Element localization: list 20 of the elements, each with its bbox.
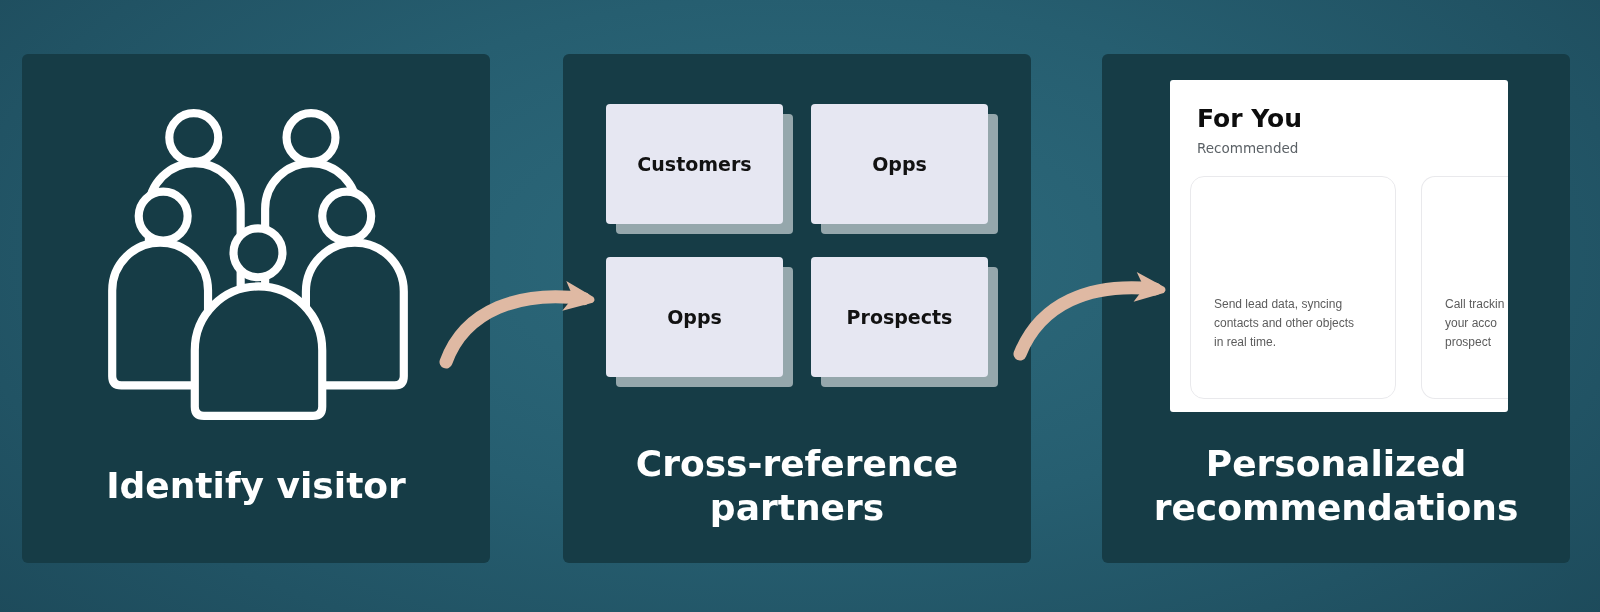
integration-description: Send lead data, syncing contacts and other objects in real time. (1214, 296, 1356, 351)
step-panel (563, 54, 1031, 563)
category-card (811, 104, 988, 224)
integration-description: Call trackin your acco prospect (1445, 296, 1506, 351)
integration-card (1421, 176, 1508, 399)
card-label: Prospects (846, 305, 953, 329)
category-card (811, 257, 988, 377)
recommendations-panel (1170, 80, 1508, 412)
recommendations-subheading: Recommended (1197, 139, 1299, 157)
step-title: Personalized recommendations (1152, 442, 1520, 530)
card-label: Customers (637, 152, 752, 176)
card-label: Opps (872, 152, 927, 176)
step-title: Cross-reference partners (634, 442, 960, 530)
step-title: Identify visitor (106, 464, 406, 508)
category-card (606, 104, 783, 224)
step-panel (22, 54, 490, 563)
step-panel (1102, 54, 1570, 563)
card-label: Opps (667, 305, 722, 329)
recommendations-heading: For You (1197, 104, 1303, 134)
category-card (606, 257, 783, 377)
